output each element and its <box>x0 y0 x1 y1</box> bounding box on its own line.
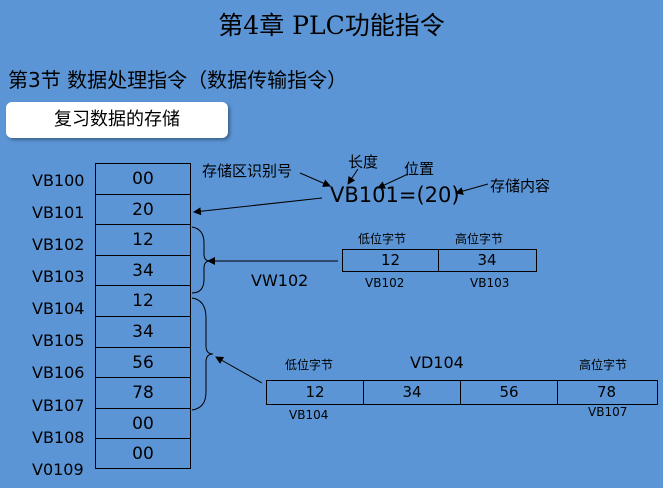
section-title: 第3节 数据处理指令（数据传输指令） <box>8 68 348 92</box>
address-label: V0109 <box>32 460 84 479</box>
content-label: 存储内容 <box>490 177 551 195</box>
memory-cell: 00 <box>95 163 191 194</box>
memory-table: 00 20 12 34 12 34 56 78 00 00 <box>95 163 191 469</box>
address-label: VB100 <box>32 171 85 190</box>
word-high-address: VB103 <box>470 276 510 290</box>
address-label: VB101 <box>32 203 85 222</box>
address-label: VB105 <box>32 331 85 350</box>
memory-cell: 78 <box>95 377 191 408</box>
brace-word <box>191 226 211 294</box>
memory-cell: 00 <box>95 407 191 439</box>
review-label-box: 复习数据的存储 <box>6 102 228 138</box>
arrow-area-id <box>299 172 331 187</box>
word-byte-cell: 12 <box>343 250 439 271</box>
address-label: VB106 <box>32 363 85 382</box>
address-label: VB104 <box>32 299 85 318</box>
length-label: 长度 <box>348 153 379 171</box>
dword-register: 12 34 56 78 <box>266 380 658 405</box>
word-low-address: VB102 <box>365 276 405 290</box>
dword-byte-cell: 56 <box>461 381 558 404</box>
dword-byte-cell: 78 <box>596 383 617 401</box>
address-label: VB102 <box>32 235 85 254</box>
arrow-to-dword-brace <box>215 356 263 384</box>
arrow-to-vb101 <box>193 197 323 216</box>
dword-low-address: VB104 <box>289 408 329 422</box>
address-label: VB108 <box>32 428 85 447</box>
memory-cell: 56 <box>95 346 191 378</box>
word-register: 12 34 <box>342 249 537 272</box>
dword-name: VD104 <box>410 353 464 372</box>
word-low-byte-label: 低位字节 <box>358 232 407 246</box>
dword-byte-cell: 34 <box>364 381 461 404</box>
area-id-label: 存储区识别号 <box>202 162 293 180</box>
address-equation: VB101=(20) <box>330 183 460 207</box>
dword-byte-cell: 12 <box>267 381 364 404</box>
chapter-title: 第4章 PLC功能指令 <box>218 11 445 40</box>
memory-cell: 12 <box>95 285 191 316</box>
address-label: VB107 <box>32 396 85 415</box>
word-high-byte-label: 高位字节 <box>455 232 504 246</box>
brace-dword <box>191 297 214 411</box>
memory-cell: 00 <box>95 438 191 469</box>
word-name: VW102 <box>251 271 309 290</box>
memory-cell: 12 <box>95 224 191 255</box>
arrow-position <box>377 173 409 189</box>
address-label: VB103 <box>32 267 85 286</box>
memory-cell: 34 <box>95 315 191 347</box>
dword-high-address: VB107 <box>588 405 628 419</box>
memory-cell: 20 <box>95 193 191 225</box>
position-label: 位置 <box>404 160 435 178</box>
dword-high-byte-label: 高位字节 <box>579 358 628 372</box>
arrow-content <box>455 183 489 195</box>
memory-cell: 34 <box>95 254 191 286</box>
word-byte-cell: 34 <box>477 251 497 269</box>
arrow-length <box>347 168 359 185</box>
dword-low-byte-label: 低位字节 <box>285 358 334 372</box>
